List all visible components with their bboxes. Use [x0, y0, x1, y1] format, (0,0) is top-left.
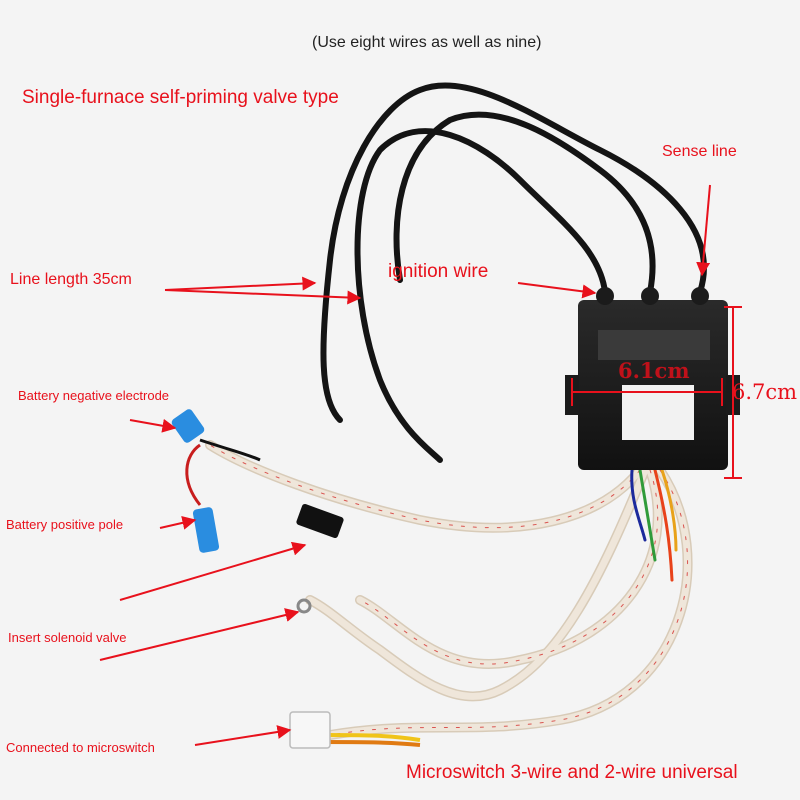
ring-terminal — [296, 598, 312, 614]
insert-solenoid-label: Insert solenoid valve — [8, 630, 127, 645]
dimension-lines — [571, 306, 742, 479]
note-text: Use eight wires as well as nine — [317, 34, 537, 51]
sense-cable — [320, 82, 707, 423]
line-length-arrow-b — [164, 289, 362, 305]
solenoid-arrow-a — [119, 541, 307, 601]
black-cables — [320, 82, 707, 463]
battery-negative-label: Battery negative electrode — [18, 388, 170, 403]
microswitch-universal-label: Microswitch 3-wire and 2-wire universal — [406, 762, 738, 783]
note-close-paren: ) — [536, 34, 542, 51]
ignition-cable-a — [354, 128, 608, 463]
width-dimension-label: 6.1cm — [618, 358, 690, 383]
microswitch-connect-label: Connected to microswitch — [6, 740, 155, 755]
colored-conductors — [630, 468, 678, 582]
title-label: Single-furnace self-priming valve type — [22, 87, 339, 108]
battery-positive-terminal — [192, 507, 220, 553]
battery-negative-terminal — [171, 409, 205, 443]
white-wire-bundles — [205, 440, 693, 740]
solenoid-arrow-b — [99, 608, 300, 661]
battery-positive-arrow — [159, 515, 197, 530]
line-length-arrow-a — [164, 276, 317, 291]
battery-negative-arrow — [129, 418, 177, 433]
ignition-wire-arrow — [517, 282, 597, 299]
sense-line-arrow — [696, 184, 711, 277]
microswitch-arrow — [194, 725, 292, 746]
battery-positive-label: Battery positive pole — [6, 517, 124, 532]
height-dimension-label: 6.7cm — [732, 380, 798, 404]
microswitch-leads — [319, 733, 421, 747]
note-open-paren: ( — [312, 34, 318, 51]
microswitch-connector — [289, 711, 331, 749]
note-wire-count: (Use eight wires as well as nine) — [312, 35, 541, 51]
control-box — [565, 287, 740, 470]
battery-leads — [185, 438, 261, 506]
ignition-wire-label: ignition wire — [388, 261, 489, 282]
line-length-label: Line length 35cm — [10, 271, 132, 288]
solenoid-connector — [296, 503, 344, 539]
annotation-arrows — [99, 184, 711, 746]
sense-line-label: Sense line — [662, 143, 737, 160]
ignition-cable-b — [393, 111, 656, 295]
